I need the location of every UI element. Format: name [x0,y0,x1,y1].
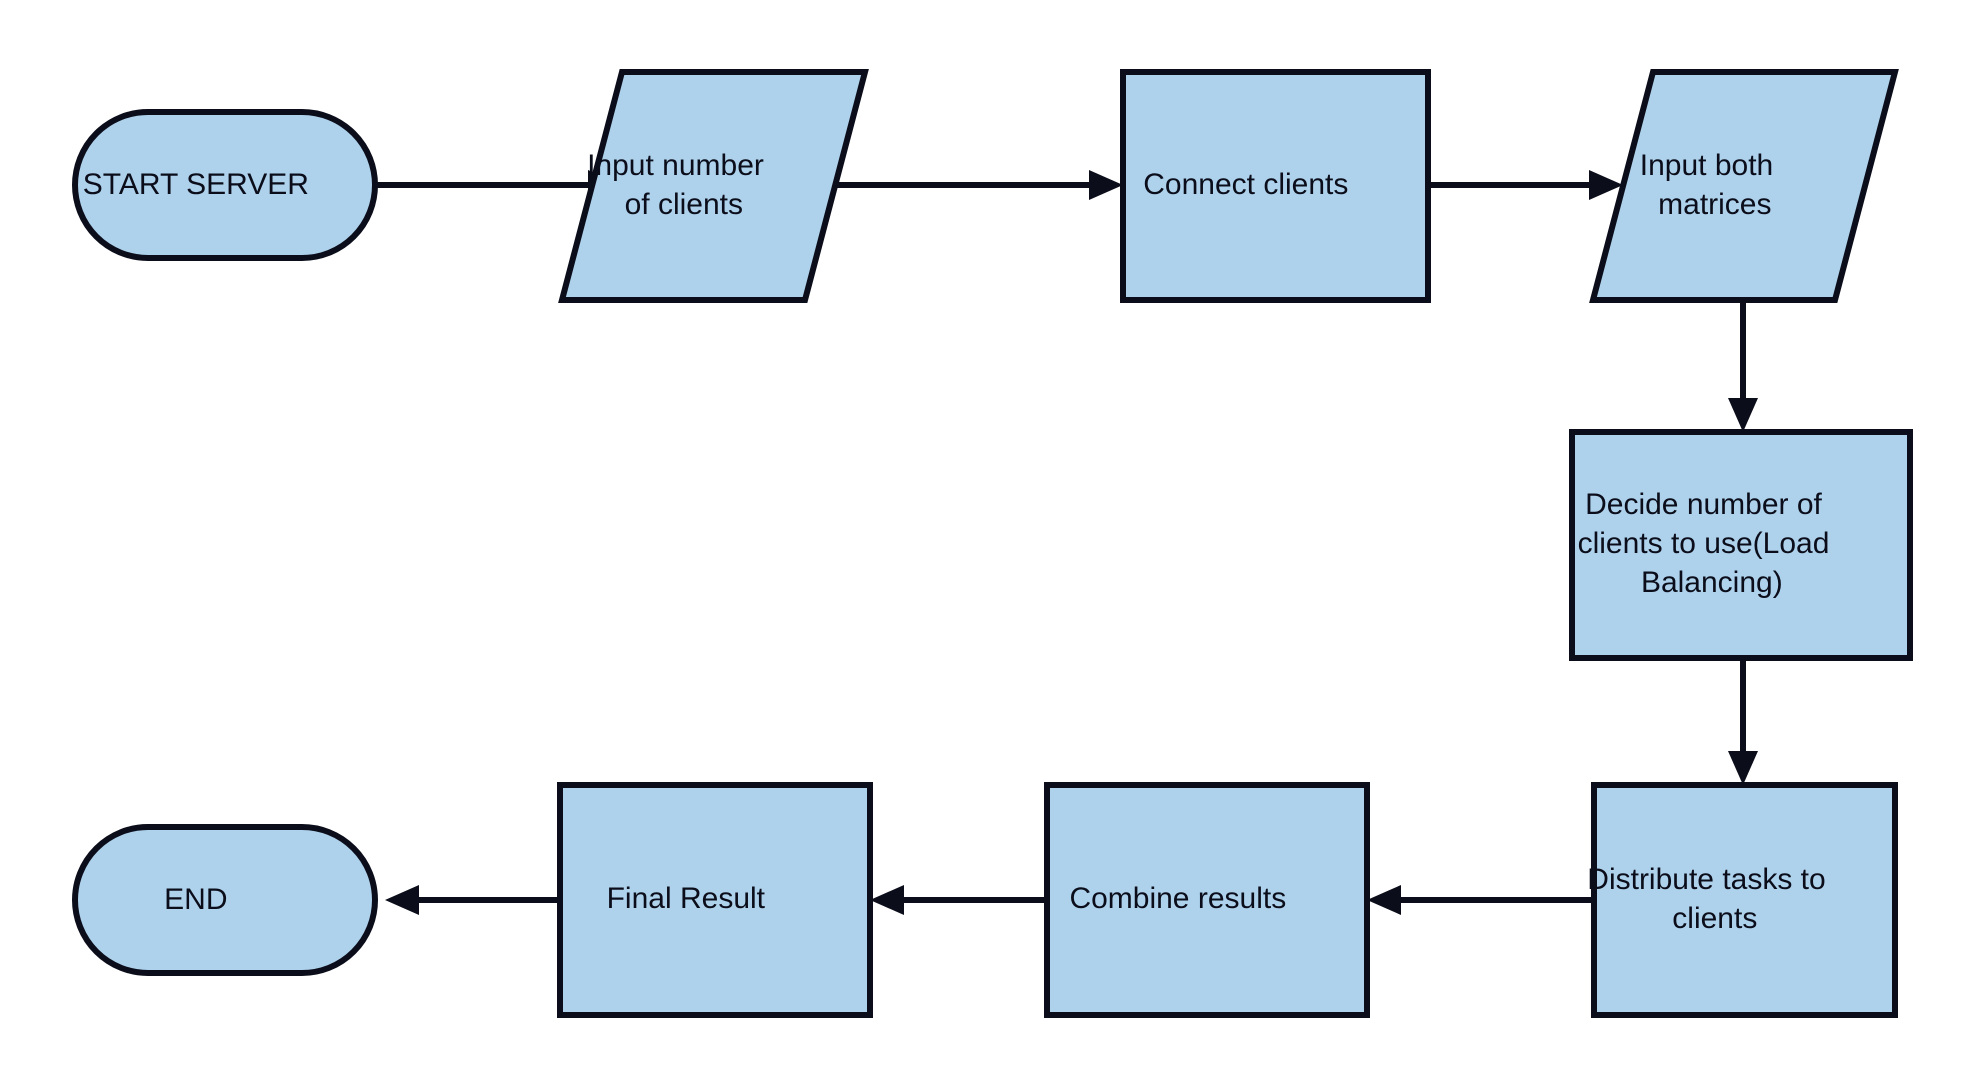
final-result-shape[interactable] [557,782,873,1018]
node-combine-results[interactable]: Combine results [1044,782,1370,1018]
node-input-number-of-clients[interactable]: Input number of clients [558,69,869,303]
final-result-label: Final Result [607,882,824,915]
combine-results-shape[interactable] [1044,782,1370,1018]
input-number-of-clients-shape[interactable] [558,69,869,303]
connect-clients-label: Connect clients [1143,168,1406,201]
edge-final-result-to-end [385,885,560,915]
combine-results-label: Combine results [1069,882,1344,915]
node-decide-number-of-clients[interactable]: Decide number of clients to use(Load Bal… [1569,429,1913,661]
edge-start-server-to-input-number-of-clients [377,170,622,200]
end-shape[interactable] [72,824,378,976]
start-server-label: START SERVER [83,168,368,201]
node-start-server[interactable]: START SERVER [72,109,378,261]
edge-input-number-of-clients-to-connect-clients [836,170,1123,200]
edge-combine-results-to-final-result [870,885,1047,915]
node-connect-clients[interactable]: Connect clients [1120,69,1431,303]
distribute-tasks-to-clients-label: Distribute tasks to clients [1587,863,1900,935]
node-input-both-matrices[interactable]: Input both matrices [1589,69,1899,303]
edge-decide-number-of-clients-to-distribute-tasks [1728,658,1758,785]
input-both-matrices-shape[interactable] [1589,69,1899,303]
distribute-tasks-to-clients-shape[interactable] [1591,782,1898,1018]
node-final-result[interactable]: Final Result [557,782,873,1018]
node-end[interactable]: END [72,824,378,976]
decide-number-of-clients-shape[interactable] [1569,429,1913,661]
edge-input-both-matrices-to-decide-number-of-clients [1728,302,1758,432]
edge-distribute-tasks-to-combine-results [1367,885,1594,915]
input-number-of-clients-label: Input number of clients [587,149,839,221]
start-server-shape[interactable] [72,109,378,261]
connect-clients-shape[interactable] [1120,69,1431,303]
edge-connect-clients-to-input-both-matrices [1428,170,1623,200]
decide-number-of-clients-label: Decide number of clients to use(Load Bal… [1578,488,1905,599]
input-both-matrices-label: Input both matrices [1640,149,1848,221]
end-label: END [164,883,286,916]
node-distribute-tasks-to-clients[interactable]: Distribute tasks to clients [1587,782,1900,1018]
